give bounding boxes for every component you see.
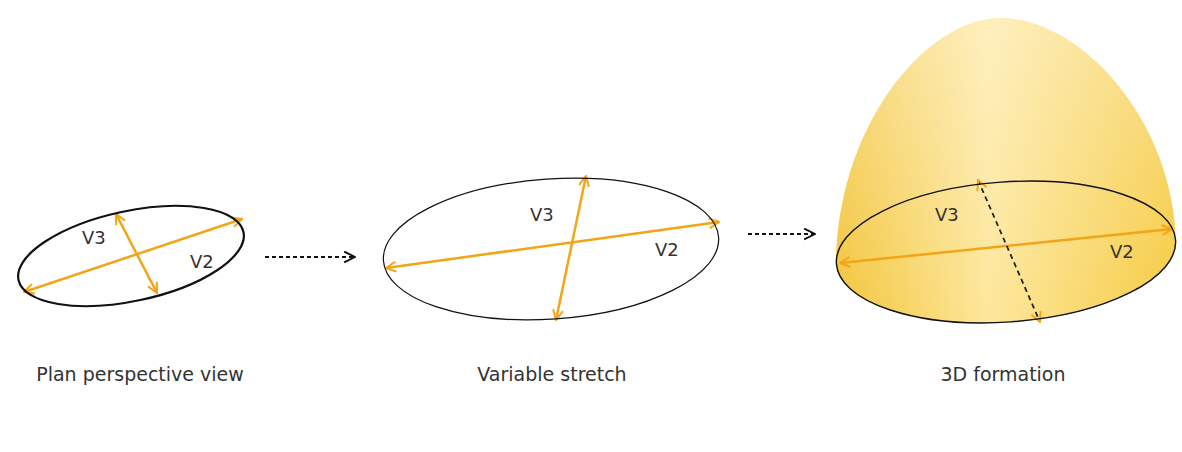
ellipse-outline (832, 170, 1181, 333)
axis-arrowheads (978, 180, 1040, 322)
axis-label: V3 (82, 228, 106, 248)
axis-label: V3 (530, 205, 554, 225)
axis-arrow (24, 219, 242, 292)
axis-arrow (840, 229, 1172, 263)
caption-label: Variable stretch (477, 362, 626, 386)
axis-arrow (386, 222, 719, 268)
dome-surface (836, 18, 1176, 323)
ellipse-outline (379, 167, 724, 330)
ellipse-outline (9, 188, 253, 324)
axis-arrow (556, 176, 586, 320)
dome-highlight (836, 18, 1176, 323)
axis-dashed (978, 180, 1040, 322)
ellipse-shape: V3V2 (16, 204, 246, 308)
ellipse-shape: V3V2 (834, 179, 1178, 325)
axis-label: V2 (1110, 242, 1134, 262)
ellipse-shape: V3V2 (381, 176, 721, 322)
process-arrow (265, 256, 355, 258)
axis-label: V3 (935, 205, 959, 225)
axis-label: V2 (190, 252, 214, 272)
axis-label: V2 (655, 240, 679, 260)
caption-label: Plan perspective view (36, 362, 244, 386)
axis-arrow (116, 214, 157, 293)
caption-label: 3D formation (940, 362, 1065, 386)
process-arrow (748, 233, 815, 235)
